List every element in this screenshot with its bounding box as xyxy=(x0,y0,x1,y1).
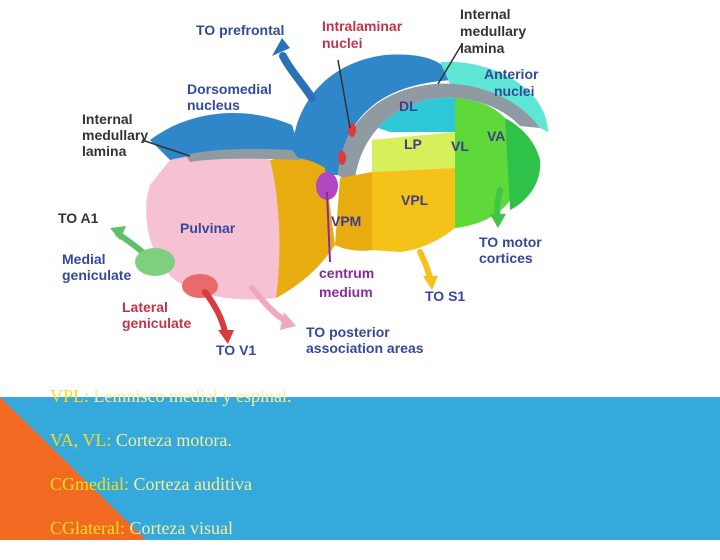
label-centrum-2: medium xyxy=(319,284,373,300)
label-internal-top-1: Internal xyxy=(460,6,511,22)
note-value: Corteza visual xyxy=(124,518,233,538)
medial-geniculate-body xyxy=(135,248,175,276)
label-dorsomedial-2: nucleus xyxy=(187,97,240,113)
dorsomedial-left-lobe xyxy=(150,113,300,160)
label-to-motor-1: TO motor xyxy=(479,234,542,250)
arrow-to-a1-head xyxy=(110,226,126,240)
centrum-leader xyxy=(326,191,331,263)
thalamus-diagram: TO prefrontal Intralaminar nuclei Intern… xyxy=(0,6,720,540)
note-va-vl: VA, VL: Corteza motora. xyxy=(50,428,710,472)
label-dorsomedial-1: Dorsomedial xyxy=(187,81,272,97)
intralaminar-dot-2 xyxy=(338,151,346,165)
arrow-to-prefrontal-head xyxy=(272,38,290,56)
label-internal-left-2: medullary xyxy=(82,127,148,143)
arrow-to-posterior xyxy=(249,285,287,323)
note-key: VPL: xyxy=(50,386,90,406)
note-vpl: VPL: Lemnisco medial y espinal. xyxy=(50,384,710,428)
note-value: Corteza auditiva xyxy=(129,474,252,494)
internal-left-leader xyxy=(141,139,191,157)
arrow-to-s1 xyxy=(417,249,433,281)
label-centrum-1: centrum xyxy=(319,265,374,281)
label-to-motor-2: cortices xyxy=(479,250,533,266)
intralaminar-leader xyxy=(337,59,351,129)
label-intralaminar-2: nuclei xyxy=(322,35,362,51)
label-to-posterior-2: association areas xyxy=(306,340,424,356)
background-orange-triangle xyxy=(0,397,146,540)
centrum-medium-oval xyxy=(316,172,338,200)
lateral-geniculate-body xyxy=(182,274,218,298)
note-cgmedial: CGmedial: Corteza auditiva xyxy=(50,472,710,516)
arrow-to-v1 xyxy=(202,289,228,335)
dorsomedial-top-lobe xyxy=(292,54,452,175)
label-anterior-1: Anterior xyxy=(484,66,539,82)
internal-lamina-left xyxy=(185,148,300,162)
arrow-to-prefrontal xyxy=(279,52,316,102)
note-key: VA, VL: xyxy=(50,430,112,450)
label-vpl: VPL xyxy=(401,192,429,208)
vl-nucleus xyxy=(455,98,510,228)
label-lp: LP xyxy=(404,136,422,152)
arrow-to-motor-head xyxy=(490,214,506,228)
vpl-nucleus xyxy=(372,168,455,252)
note-value: Lemnisco medial y espinal. xyxy=(89,386,292,406)
internal-top-leader xyxy=(437,43,463,85)
note-key: CGmedial: xyxy=(50,474,129,494)
arrow-to-s1-head xyxy=(423,276,438,290)
label-to-s1: TO S1 xyxy=(425,288,465,304)
label-to-prefrontal: TO prefrontal xyxy=(196,22,284,38)
label-anterior-2: nuclei xyxy=(494,83,534,99)
notes-list: VPL: Lemnisco medial y espinal. VA, VL: … xyxy=(50,384,710,560)
dl-nucleus xyxy=(378,97,455,132)
label-medial-geniculate-1: Medial xyxy=(62,251,106,267)
label-vpm: VPM xyxy=(331,213,361,229)
va-nucleus xyxy=(505,118,541,210)
label-to-a1: TO A1 xyxy=(58,210,99,226)
arrow-to-posterior-head xyxy=(280,312,296,330)
label-intralaminar-1: Intralaminar xyxy=(322,18,403,34)
label-internal-top-3: lamina xyxy=(460,40,505,56)
internal-lamina-top xyxy=(338,83,540,186)
arrow-to-motor xyxy=(494,187,503,219)
label-internal-top-2: medullary xyxy=(460,23,526,39)
label-internal-left-3: lamina xyxy=(82,143,127,159)
label-vl: VL xyxy=(451,138,469,154)
note-key: CGlateral: xyxy=(50,518,125,538)
note-value: Corteza motora. xyxy=(111,430,232,450)
lp-nucleus xyxy=(372,132,455,172)
label-lateral-geniculate-1: Lateral xyxy=(122,299,168,315)
label-to-v1: TO V1 xyxy=(216,342,256,358)
label-lateral-geniculate-2: geniculate xyxy=(122,315,191,331)
note-cglateral: CGlateral: Corteza visual xyxy=(50,516,710,560)
label-dl: DL xyxy=(399,98,418,114)
label-to-posterior-1: TO posterior xyxy=(306,324,390,340)
vpm-nucleus xyxy=(335,172,372,251)
pulvinar-nucleus xyxy=(146,151,280,300)
label-medial-geniculate-2: geniculate xyxy=(62,267,131,283)
arrow-to-v1-head xyxy=(218,330,234,344)
label-va: VA xyxy=(487,128,505,144)
label-internal-left-1: Internal xyxy=(82,111,133,127)
label-pulvinar: Pulvinar xyxy=(180,220,236,236)
